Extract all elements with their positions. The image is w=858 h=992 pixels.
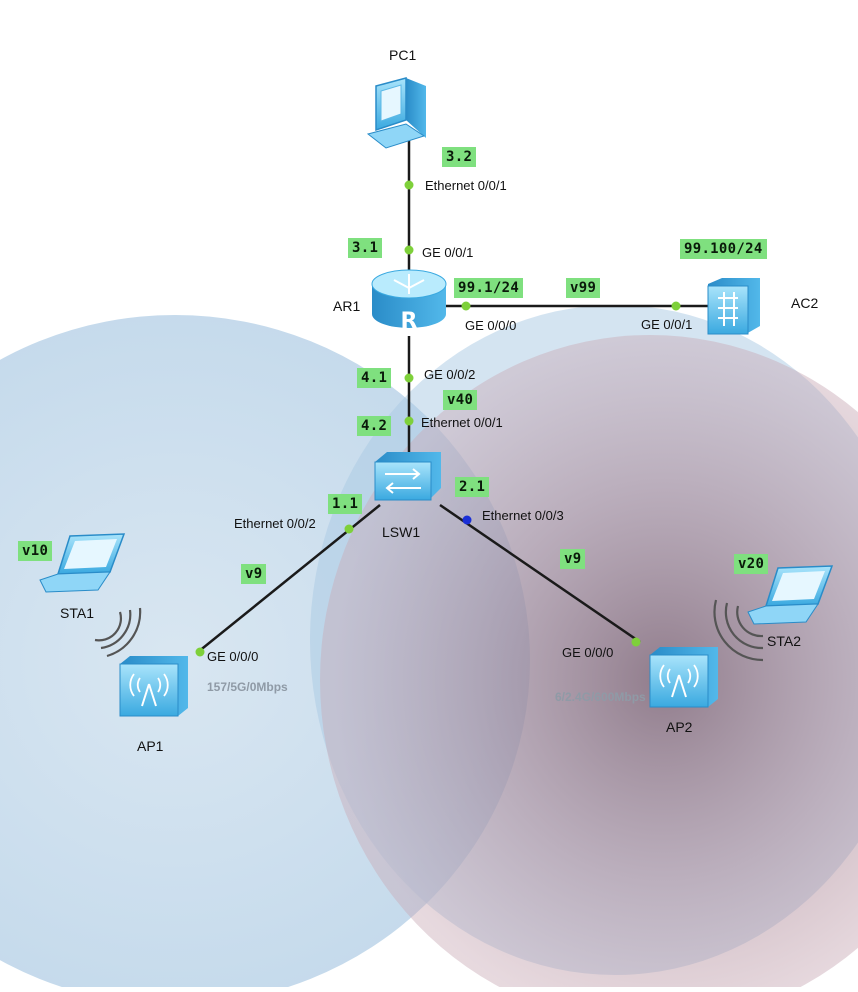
ap2-coverage-inner — [320, 335, 858, 992]
device-name-ar1: AR1 — [333, 298, 361, 314]
device-name-sta2: STA2 — [767, 633, 801, 649]
sta2-wireless-signal-icon — [713, 599, 764, 662]
ap2-access-point-icon[interactable] — [649, 647, 718, 708]
port-label-lsw1-eth001: Ethernet 0/0/1 — [421, 415, 503, 430]
ip-tag-lsw1-eth002: 1.1 — [328, 494, 363, 514]
ip-tag-pc1: 3.2 — [442, 147, 477, 167]
link-lsw1-ap2[interactable] — [439, 503, 641, 644]
switch-icon[interactable] — [374, 452, 441, 501]
ip-tag-lsw1-eth001: 4.2 — [357, 416, 392, 436]
port-label-lsw1-eth002: Ethernet 0/0/2 — [234, 516, 316, 531]
ap2-rate-label: 6/2.4G/600Mbps — [555, 690, 646, 704]
ip-tag-ar1-ge000: 99.1/24 — [454, 278, 524, 298]
ip-tag-ar1-ge002: 4.1 — [357, 368, 392, 388]
sta2-laptop-icon[interactable] — [747, 565, 834, 625]
sta1-wireless-signal-icon — [94, 607, 142, 658]
port-label-ap1-ge000: GE 0/0/0 — [207, 649, 259, 664]
sta1-laptop-icon[interactable] — [39, 533, 126, 593]
port-dot-lsw1-eth001 — [404, 416, 414, 426]
port-label-ar1-ge001: GE 0/0/1 — [422, 245, 474, 260]
vlan-tag-ar1-ac2: v99 — [566, 278, 601, 298]
vlan-tag-sta1: v10 — [18, 541, 53, 561]
vlan-tag-lsw1-ap2: v9 — [560, 549, 586, 569]
svg-text:R: R — [401, 309, 418, 334]
pc-icon[interactable] — [366, 77, 426, 149]
ip-tag-ar1-ge001: 3.1 — [348, 238, 383, 258]
device-name-lsw1: LSW1 — [382, 524, 421, 540]
access-controller-icon[interactable] — [707, 278, 760, 335]
device-name-pc1: PC1 — [389, 47, 417, 63]
port-dot-ar1-ge002 — [404, 373, 414, 383]
port-dot-ac2-ge001 — [671, 301, 681, 311]
port-label-ar1-ge000: GE 0/0/0 — [465, 318, 517, 333]
port-label-ar1-ge002: GE 0/0/2 — [424, 367, 476, 382]
port-dot-lsw1-eth003 — [462, 515, 472, 525]
port-dot-ar1-ge001 — [404, 245, 414, 255]
port-dot-lsw1-eth002 — [344, 524, 354, 534]
vlan-tag-sta2: v20 — [734, 554, 769, 574]
device-name-ap2: AP2 — [666, 719, 693, 735]
ip-tag-ac2: 99.100/24 — [680, 239, 767, 259]
port-dot-pc1 — [404, 180, 414, 190]
device-name-ac2: AC2 — [791, 295, 819, 311]
port-label-ap2-ge000: GE 0/0/0 — [562, 645, 614, 660]
port-label-ac2-ge001: GE 0/0/1 — [641, 317, 693, 332]
port-dot-ap1-ge000 — [195, 647, 205, 657]
vlan-tag-ar1-lsw1: v40 — [443, 390, 478, 410]
ip-tag-lsw1-eth003: 2.1 — [455, 477, 490, 497]
ap1-rate-label: 157/5G/0Mbps — [207, 680, 288, 694]
port-label-pc1-eth: Ethernet 0/0/1 — [425, 178, 507, 193]
ap1-access-point-icon[interactable] — [119, 656, 188, 717]
port-dot-ap2-ge000 — [631, 637, 641, 647]
device-name-sta1: STA1 — [60, 605, 94, 621]
port-label-lsw1-eth003: Ethernet 0/0/3 — [482, 508, 564, 523]
port-dot-ar1-ge000 — [461, 301, 471, 311]
device-name-ap1: AP1 — [137, 738, 164, 754]
router-icon[interactable]: R — [371, 269, 447, 334]
vlan-tag-lsw1-ap1: v9 — [241, 564, 267, 584]
